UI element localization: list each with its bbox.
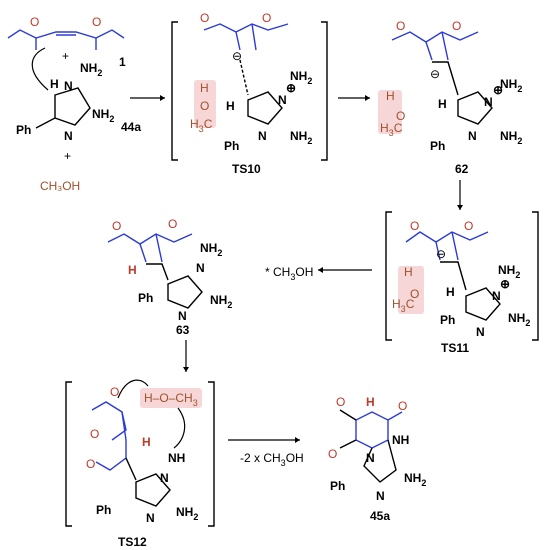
i62-o1: O	[396, 19, 405, 33]
ts10-meoh-c: H3C	[190, 117, 213, 134]
p63-n1: N	[196, 261, 205, 275]
plus-sign-2: +	[64, 149, 71, 163]
ts12-o2: O	[90, 427, 99, 441]
label-ts11: TS11	[441, 341, 469, 355]
label-compound-44a: 44a	[121, 120, 141, 134]
i62-minus: ⊖	[430, 67, 440, 81]
ts10-minus: ⊖	[232, 49, 242, 63]
elimination-methanol: -2 x CH3OH	[240, 451, 304, 468]
i62-meoh-h: H	[386, 89, 395, 103]
intermediate-62: O O ⊖ H O H3C H N ⊕ NH2 N NH2 Ph 62	[378, 19, 522, 176]
p63-nh2a: NH2	[200, 241, 222, 258]
ts12-curved-arrow-2	[173, 407, 186, 449]
nh2-1a: NH2	[80, 61, 102, 78]
p45-o1: O	[398, 399, 407, 413]
i62-ph: Ph	[430, 139, 445, 153]
reactant-dmad: O O 1	[7, 15, 126, 69]
p45-nh: NH	[392, 433, 409, 447]
ts12-o3: O	[86, 457, 95, 471]
p45-n2: N	[376, 489, 385, 503]
product-63: O O H N NH2 N NH2 Ph 63	[107, 217, 232, 337]
ts12-structure: O O O H–O–CH3 H NH N N NH2 Ph TS12	[65, 379, 215, 549]
plus-sign-1: +	[62, 49, 69, 63]
ts12-n2: N	[146, 511, 155, 525]
ts12-curved-arrow-1	[117, 379, 149, 399]
product-45a: O O O H NH N N NH2 Ph 45a	[328, 395, 426, 523]
ts11-meoh-h: H	[404, 265, 413, 279]
ester-o-left: O	[30, 15, 39, 29]
i62-h: H	[438, 97, 447, 111]
i62-o2: O	[452, 19, 461, 33]
p45-h: H	[366, 395, 375, 409]
ts11-n2: N	[476, 325, 485, 339]
ts10-meoh-h: H	[200, 81, 209, 95]
ts11-ph: Ph	[440, 313, 455, 327]
ester-o-right: O	[92, 15, 101, 29]
byproduct-methanol: * CH3OH	[265, 265, 313, 282]
ts10-plus: ⊕	[286, 81, 296, 95]
reactant-44a: N NH2 N NH2 Ph H 44a	[16, 47, 141, 143]
ts10-nh2a: NH2	[290, 69, 312, 86]
label-62: 62	[455, 162, 469, 176]
ts11-meoh-c: H3C	[392, 297, 415, 314]
ts10-n1: N	[278, 93, 287, 107]
ts11-minus: ⊖	[436, 247, 446, 261]
atom-n1: N	[64, 79, 73, 93]
curved-arrow-1	[31, 47, 49, 91]
p45-o2: O	[336, 395, 345, 409]
p63-ph: Ph	[138, 291, 153, 305]
ts10-ph: Ph	[224, 139, 239, 153]
nh2-1b: NH2	[92, 107, 114, 124]
ts11-nh2a: NH2	[498, 263, 520, 280]
ts12-h: H	[142, 435, 151, 449]
label-ts10: TS10	[232, 162, 261, 176]
ts11-n1: N	[492, 289, 501, 303]
ts12-ph: Ph	[96, 503, 111, 517]
ts11-h: H	[446, 285, 455, 299]
ts10-o2: O	[262, 11, 271, 25]
p63-nh2b: NH2	[210, 293, 232, 310]
label-63: 63	[176, 323, 190, 337]
ts12-o1: O	[110, 385, 119, 399]
label-compound-1: 1	[119, 55, 126, 69]
i62-nh2b: NH2	[500, 129, 522, 146]
p63-o2: O	[168, 217, 177, 231]
ts11-o1: O	[410, 219, 419, 233]
ts10-h: H	[226, 99, 235, 113]
methanol-reagent: CH₃OH	[40, 179, 80, 193]
i62-nh2a: NH2	[500, 77, 522, 94]
ts10-o1: O	[200, 11, 209, 25]
atom-h-1: H	[50, 77, 59, 91]
i62-n2: N	[468, 129, 477, 143]
ts11-meoh-o: O	[410, 287, 419, 301]
ts11-nh2b: NH2	[508, 311, 530, 328]
atom-n2: N	[64, 129, 73, 143]
ts11-structure: O O ⊖ H O H3C H N ⊕ NH2 N NH2 Ph TS11	[385, 211, 539, 355]
ts11-plus: ⊕	[500, 277, 510, 291]
label-45a: 45a	[370, 509, 390, 523]
ts10-structure: O O ⊖ H N ⊕ NH2 N NH2 Ph H O H3C TS10	[171, 11, 328, 176]
i62-meoh-c: H3C	[380, 121, 403, 138]
p63-n2: N	[178, 309, 187, 323]
ts10-nh2b: NH2	[290, 129, 312, 146]
label-ts12: TS12	[118, 535, 147, 549]
ts10-meoh-o: O	[200, 99, 209, 113]
ts12-nh2: NH2	[176, 505, 198, 522]
p45-nh2: NH2	[404, 471, 426, 488]
ts12-n1: N	[160, 471, 169, 485]
p63-h: H	[128, 263, 137, 277]
i62-n1: N	[484, 95, 493, 109]
ts10-n2: N	[258, 129, 267, 143]
ts11-o2: O	[464, 219, 473, 233]
i62-meoh-o: O	[396, 109, 405, 123]
phenyl-1: Ph	[16, 123, 31, 137]
ts12-nh: NH	[168, 451, 185, 465]
p45-n1: N	[366, 451, 375, 465]
i62-plus: ⊕	[493, 83, 503, 97]
ts12-meoh: H–O–CH3	[144, 391, 198, 408]
p63-o1: O	[112, 219, 121, 233]
p45-ph: Ph	[330, 479, 345, 493]
p45-o3: O	[328, 447, 337, 461]
